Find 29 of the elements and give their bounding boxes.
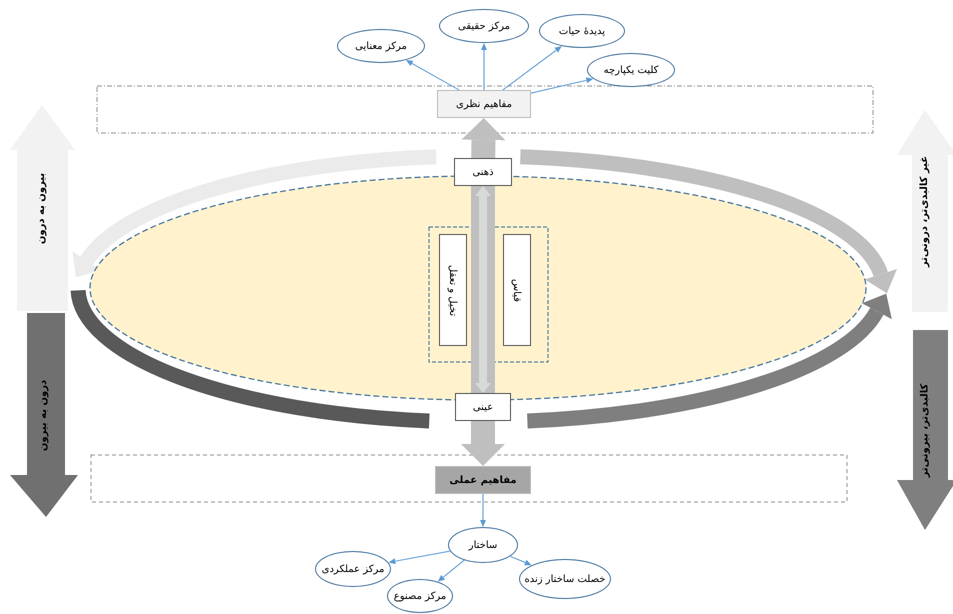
process-box: عینی [455,393,511,421]
arrow [388,550,451,564]
thick-arrow [461,118,506,158]
side-arrow: درون به بیرون [10,313,78,517]
ellipse-node: خصلت ساختار زنده [519,559,611,599]
arrow [530,77,594,94]
side-arrow: کالبدی‌تر، بیرونی‌تر [897,330,953,530]
arrow [502,46,562,90]
ellipse-node: مرکز مصنوع [387,579,453,613]
thick-arrow [475,186,491,393]
process-box: مفاهیم عملی [435,466,531,494]
ellipse-node: ساختار [448,527,518,563]
arrow [480,494,486,527]
process-box: مفاهیم نظری [437,90,531,118]
arrow [510,556,532,566]
ellipse-node: پدیدهٔ حیات [539,14,625,48]
arrow [438,560,465,582]
arrow [406,60,460,90]
side-arrow: غیر کالبدی‌تر، درونی‌تر [897,110,953,312]
ellipse-node: کلیت یکپارچه [587,53,675,87]
ellipse-node: مرکز عملکردی [315,551,391,587]
process-box: تخیل و تعقل [439,234,467,346]
process-box: ذهنی [454,158,512,186]
ellipse-node: مرکز حقیقی [439,9,529,43]
ellipse-node: مرکز معنایی [337,29,425,63]
side-arrow: بیرون به درون [9,105,75,311]
process-box: قیاس [503,234,531,346]
arrow [481,43,487,90]
thick-arrow [461,421,505,466]
